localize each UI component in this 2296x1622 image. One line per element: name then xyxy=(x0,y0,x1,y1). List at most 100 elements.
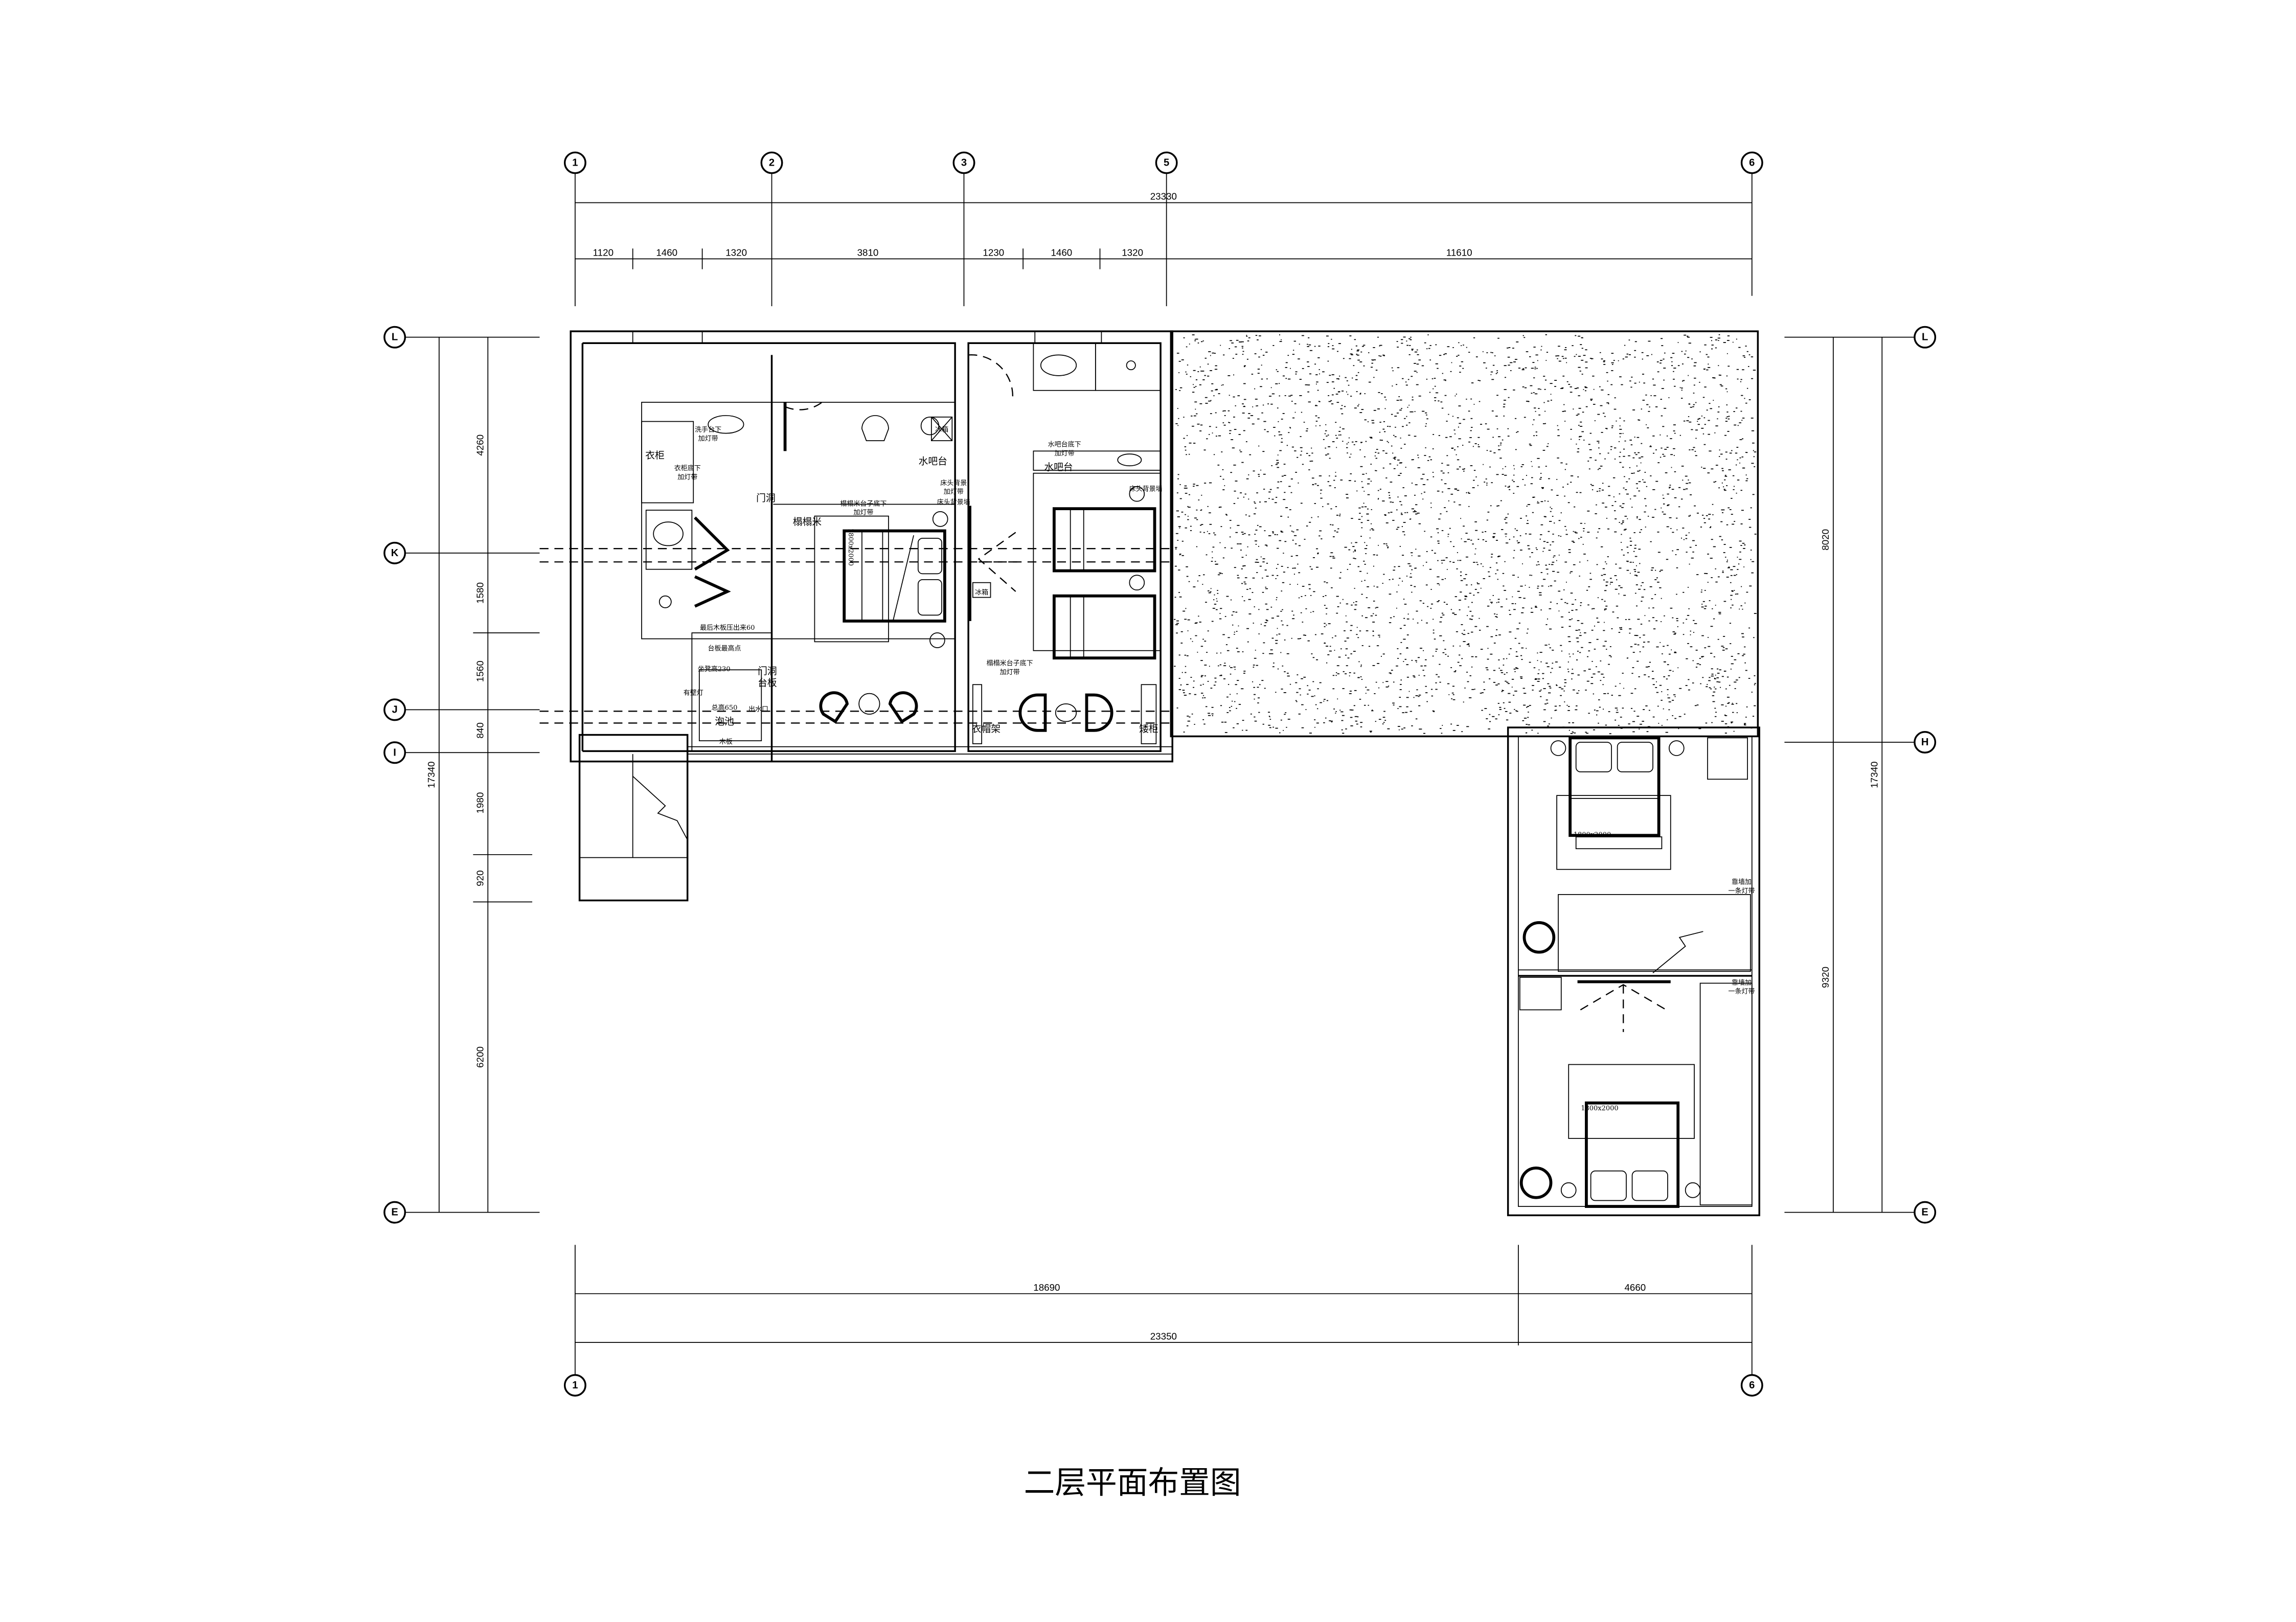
hatch-dot xyxy=(1371,509,1372,510)
hatch-dot xyxy=(1695,667,1698,668)
hatch-dot xyxy=(1634,556,1638,557)
grid-bubble-5-top: 5 xyxy=(1155,151,1178,174)
hatch-dot xyxy=(1254,720,1257,722)
hatch-dot xyxy=(1693,447,1695,448)
hatch-dot xyxy=(1441,612,1443,614)
hatch-dot xyxy=(1685,488,1688,490)
hatch-dot xyxy=(1185,608,1187,609)
hatch-dot xyxy=(1457,661,1460,663)
hatch-dot xyxy=(1212,715,1214,716)
hatch-dot xyxy=(1627,518,1628,519)
hatch-dot xyxy=(1328,623,1331,624)
hatch-dot xyxy=(1360,676,1362,677)
hatch-dot xyxy=(1189,453,1190,455)
hatch-dot xyxy=(1469,437,1472,438)
hatch-dot xyxy=(1429,345,1431,346)
hatch-dot xyxy=(1671,649,1672,651)
hatch-dot xyxy=(1359,570,1362,572)
hatch-dot xyxy=(1277,564,1279,565)
hatch-dot xyxy=(1403,618,1405,619)
hatch-dot xyxy=(1203,532,1205,533)
hatch-dot xyxy=(1453,429,1456,431)
hatch-dot xyxy=(1663,455,1666,457)
hatch-dot xyxy=(1287,355,1289,356)
hatch-dot xyxy=(1388,512,1390,514)
hatch-dot xyxy=(1417,657,1420,658)
hatch-dot xyxy=(1290,478,1293,479)
hatch-dot xyxy=(1233,416,1235,418)
hatch-dot xyxy=(1692,540,1695,541)
hatch-dot xyxy=(1218,435,1221,437)
hatch-dot xyxy=(1384,720,1386,721)
hatch-dot xyxy=(1562,410,1564,412)
hatch-dot xyxy=(1220,652,1221,654)
hatch-dot xyxy=(1346,603,1349,605)
hatch-dot xyxy=(1435,344,1437,346)
hatch-dot xyxy=(1601,432,1603,433)
hatch-dot xyxy=(1661,447,1663,449)
hatch-dot xyxy=(1468,493,1470,494)
svg-text:榻榻米台子底下: 榻榻米台子底下 xyxy=(987,659,1033,668)
hatch-dot xyxy=(1329,485,1331,487)
hatch-dot xyxy=(1495,718,1497,720)
hatch-dot xyxy=(1179,498,1182,499)
hatch-dot xyxy=(1649,586,1652,587)
hatch-dot xyxy=(1392,579,1394,580)
hatch-dot xyxy=(1229,710,1231,712)
hatch-dot xyxy=(1325,717,1327,719)
hatch-dot xyxy=(1384,431,1386,432)
hatch-dot xyxy=(1326,582,1328,583)
hatch-dot xyxy=(1687,357,1690,358)
hatch-dot xyxy=(1405,381,1407,383)
hatch-dot xyxy=(1652,684,1655,686)
hatch-dot xyxy=(1708,420,1710,421)
hatch-dot xyxy=(1349,675,1350,677)
hatch-dot xyxy=(1501,672,1504,673)
hatch-dot xyxy=(1293,614,1294,616)
hatch-dot xyxy=(1276,369,1277,371)
hatch-dot xyxy=(1194,517,1197,519)
hatch-dot xyxy=(1623,595,1626,596)
svg-text:衣柜底下: 衣柜底下 xyxy=(674,464,701,472)
hatch-dot xyxy=(1508,701,1511,703)
hatch-dot xyxy=(1578,335,1581,337)
hatch-dot xyxy=(1460,518,1461,519)
hatch-dot xyxy=(1356,490,1358,492)
hatch-dot xyxy=(1667,493,1669,495)
hatch-dot xyxy=(1289,509,1291,511)
hatch-dot xyxy=(1558,520,1561,521)
hatch-dot xyxy=(1503,399,1506,401)
hatch-dot xyxy=(1506,719,1509,721)
hatch-dot xyxy=(1687,615,1690,616)
hatch-dot xyxy=(1210,413,1212,415)
hatch-dot xyxy=(1385,399,1387,401)
hatch-dot xyxy=(1489,567,1491,568)
hatch-dot xyxy=(1314,346,1316,347)
wardrobe xyxy=(1519,976,1562,1011)
hatch-dot xyxy=(1385,522,1389,523)
hatch-dot xyxy=(1467,643,1470,645)
hatch-dot xyxy=(1258,609,1260,610)
hatch-dot xyxy=(1721,468,1723,469)
hatch-dot xyxy=(1743,548,1745,549)
hatch-dot xyxy=(1377,498,1379,500)
armchair xyxy=(861,415,889,441)
hatch-dot xyxy=(1187,715,1189,717)
hatch-dot xyxy=(1469,675,1471,676)
hatch-dot xyxy=(1219,507,1222,508)
hatch-dot xyxy=(1512,575,1515,576)
hatch-dot xyxy=(1670,607,1673,609)
hatch-dot xyxy=(1358,519,1361,520)
hatch-dot xyxy=(1235,405,1236,406)
hatch-dot xyxy=(1326,382,1329,383)
hatch-dot xyxy=(1542,423,1545,424)
hatch-dot xyxy=(1337,673,1339,675)
hatch-dot xyxy=(1647,516,1649,517)
hatch-dot xyxy=(1396,591,1398,592)
hatch-dot xyxy=(1723,601,1726,602)
hatch-dot xyxy=(1624,529,1627,530)
hatch-dot xyxy=(1368,381,1371,383)
hatch-dot xyxy=(1310,595,1312,596)
hatch-dot xyxy=(1338,378,1339,380)
hatch-dot xyxy=(1605,428,1608,429)
